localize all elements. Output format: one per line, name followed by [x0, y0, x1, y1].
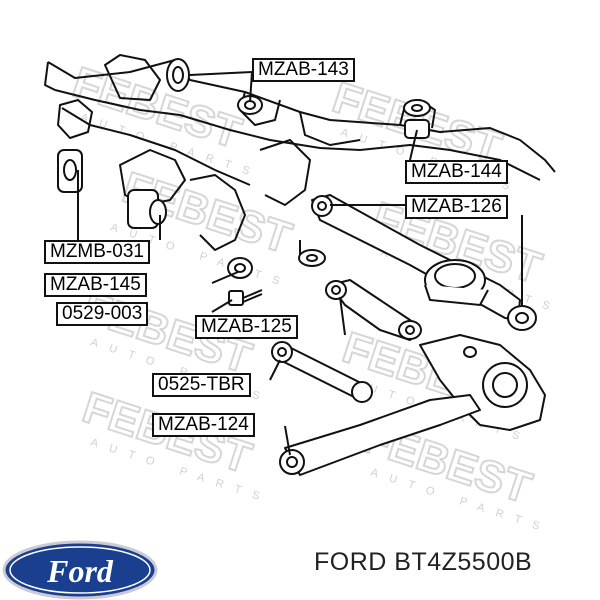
arm-mzab-124: [279, 394, 481, 476]
spring-seat: [424, 259, 489, 307]
label-mzab-125: MZAB-125: [195, 315, 298, 339]
bushings: [57, 58, 431, 279]
label-mzab-143: MZAB-143: [252, 58, 355, 82]
label-mzmb-031: MZMB-031: [44, 240, 150, 264]
bolt-0529-003: [228, 289, 263, 306]
label-mzab-126: MZAB-126: [405, 195, 508, 219]
ford-logo-text: Ford: [46, 553, 114, 589]
label-mzab-144: MZAB-144: [405, 160, 508, 184]
label-0529-003: 0529-003: [56, 302, 149, 326]
bushing-mzab-144-body: [404, 119, 430, 139]
part-number-text: FORD BT4Z5500B: [314, 548, 533, 576]
arm-mzab-125: [325, 279, 422, 341]
label-mzab-145: MZAB-145: [44, 273, 147, 297]
label-mzab-124: MZAB-124: [152, 413, 255, 437]
subframe: [44, 54, 556, 251]
leader-lines: [77, 71, 523, 456]
link-0525-tbr: [271, 341, 373, 403]
ford-logo: Ford: [2, 540, 158, 600]
knuckle: [419, 334, 546, 431]
label-0525-tbr: 0525-TBR: [152, 373, 251, 397]
